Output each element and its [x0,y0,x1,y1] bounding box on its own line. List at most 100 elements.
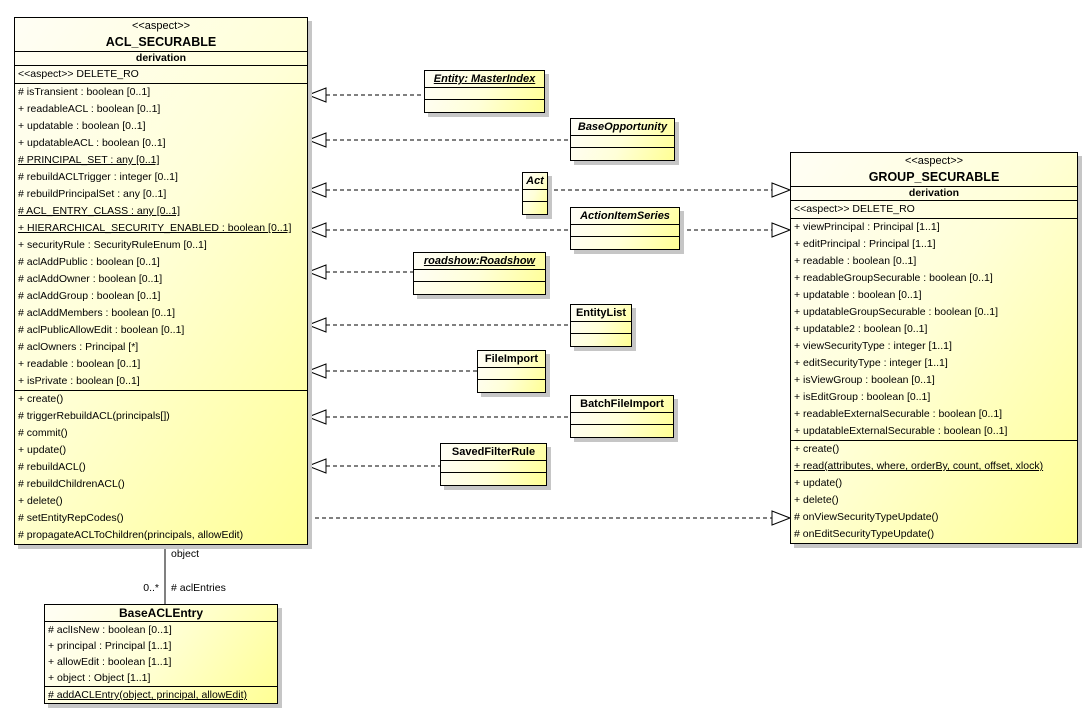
operations-compartment: # addACLEntry(object, principal, allowEd… [45,686,277,703]
attribute-row: + updatableExternalSecurable : boolean [… [794,425,1008,437]
attribute-row: # aclOwners : Principal [*] [18,341,139,353]
operations-compartment: + create() + read(attributes, where, orde… [791,440,1077,543]
empty-operations-compartment [478,380,545,392]
empty-operations-compartment [571,148,674,160]
hollow-triangle-arrowhead [771,182,792,198]
empty-attributes-compartment [441,461,546,473]
attribute-row: # aclIsNew : boolean [0..1] [48,624,172,636]
empty-operations-compartment [571,237,679,249]
class-act[interactable]: Act [522,172,548,215]
class-actionitemseries[interactable]: ActionItemSeries [570,207,680,250]
class-name: BaseACLEntry [45,605,277,622]
class-header: <<aspect>> GROUP_SECURABLE [791,153,1077,187]
attribute-row: # aclPublicAllowEdit : boolean [0..1] [18,324,185,336]
attributes-compartment: # aclIsNew : boolean [0..1] + principal :… [45,622,277,686]
attribute-row: + object : Object [1..1] [48,672,151,684]
attribute-row: + editSecurityType : integer [1..1] [794,357,948,369]
attribute-row: + allowEdit : boolean [1..1] [48,656,172,668]
hollow-triangle-arrowhead [306,132,327,148]
hollow-triangle-arrowhead [306,87,327,103]
class-name: FileImport [478,351,545,368]
class-base-acl-entry[interactable]: BaseACLEntry # aclIsNew : boolean [0..1]… [44,604,278,704]
attribute-row: + readableACL : boolean [0..1] [18,103,161,115]
association-role-aclentries: # aclEntries [171,582,226,594]
empty-operations-compartment [441,473,546,485]
empty-attributes-compartment [414,270,545,282]
operation-row: # onEditSecurityTypeUpdate() [794,528,935,540]
empty-operations-compartment [571,334,631,346]
empty-attributes-compartment [571,136,674,148]
operation-row: # commit() [18,427,68,439]
class-baseopportunity[interactable]: BaseOpportunity [570,118,675,161]
hollow-triangle-arrowhead [771,222,792,238]
derivation-label: derivation [791,187,1077,201]
hollow-triangle-arrowhead [306,264,327,280]
attribute-row: + securityRule : SecurityRuleEnum [0..1] [18,239,207,251]
class-name: Act [523,173,547,190]
hollow-triangle-arrowhead [306,317,327,333]
attribute-row: # aclAddGroup : boolean [0..1] [18,290,161,302]
attribute-row: + HIERARCHICAL_SECURITY_ENABLED : boolea… [18,222,292,234]
hollow-triangle-arrowhead [306,458,327,474]
operation-row: # addACLEntry(object, principal, allowEd… [48,689,248,701]
class-acl-securable[interactable]: <<aspect>> ACL_SECURABLE derivation <<as… [14,17,308,545]
attribute-row: # ACL_ENTRY_CLASS : any [0..1] [18,205,181,217]
class-name: BaseOpportunity [571,119,674,136]
empty-attributes-compartment [523,190,547,202]
class-name: GROUP_SECURABLE [791,169,1077,187]
attribute-row: + updatable2 : boolean [0..1] [794,323,928,335]
class-savedfilterrule[interactable]: SavedFilterRule [440,443,547,486]
operation-row: # triggerRebuildACL(principals[]) [18,410,170,422]
empty-attributes-compartment [425,88,544,100]
attribute-row: + updatable : boolean [0..1] [794,289,922,301]
operation-row: + delete() [794,494,839,506]
class-name: ActionItemSeries [571,208,679,225]
attribute-row: + readableExternalSecurable : boolean [0… [794,408,1003,420]
class-fileimport[interactable]: FileImport [477,350,546,393]
operation-row: # onViewSecurityTypeUpdate() [794,511,939,523]
class-name: BatchFileImport [571,396,673,413]
attribute-row: # rebuildPrincipalSet : any [0..1] [18,188,167,200]
hollow-triangle-arrowhead [306,182,327,198]
association-multiplicity: 0..* [143,582,159,594]
class-name: SavedFilterRule [441,444,546,461]
operation-row: + read(attributes, where, orderBy, count… [794,460,1044,472]
attribute-row: + updatableGroupSecurable : boolean [0..… [794,306,999,318]
class-batchfileimport[interactable]: BatchFileImport [570,395,674,438]
attribute-row: + updatableACL : boolean [0..1] [18,137,166,149]
attribute-row: # PRINCIPAL_SET : any [0..1] [18,154,160,166]
class-name: EntityList [571,305,631,322]
hollow-triangle-arrowhead [306,363,327,379]
operation-row: + delete() [18,495,63,507]
operation-row: + create() [794,443,840,455]
attribute-row: + isEditGroup : boolean [0..1] [794,391,931,403]
association-role-object: object [171,548,200,560]
class-name: roadshow:Roadshow [414,253,545,270]
attribute-row: # aclAddMembers : boolean [0..1] [18,307,176,319]
class-roadshow[interactable]: roadshow:Roadshow [413,252,546,295]
operation-row: + update() [794,477,843,489]
attribute-row: # aclAddOwner : boolean [0..1] [18,273,163,285]
operation-row: # rebuildACL() [18,461,86,473]
hollow-triangle-arrowhead [771,510,792,526]
attribute-row: + principal : Principal [1..1] [48,640,172,652]
attributes-compartment: + viewPrincipal : Principal [1..1] + edit… [791,219,1077,440]
derivation-label: derivation [15,52,307,66]
class-name: Entity: MasterIndex [425,71,544,88]
empty-attributes-compartment [571,225,679,237]
attribute-row: # aclAddPublic : boolean [0..1] [18,256,160,268]
attribute-row: + viewPrincipal : Principal [1..1] [794,221,940,233]
attribute-row: + updatable : boolean [0..1] [18,120,146,132]
operation-row: # propagateACLToChildren(principals, all… [18,529,244,541]
class-group-securable[interactable]: <<aspect>> GROUP_SECURABLE derivation <<… [790,152,1078,544]
stereotype-label: <<aspect>> [904,155,964,167]
class-entity-masterindex[interactable]: Entity: MasterIndex [424,70,545,113]
aspect-delete-ro-label: <<aspect>> DELETE_RO [791,201,1077,219]
aspect-delete-ro-label: <<aspect>> DELETE_RO [15,66,307,84]
class-entitylist[interactable]: EntityList [570,304,632,347]
operation-row: # rebuildChildrenACL() [18,478,125,490]
operation-row: + create() [18,393,64,405]
attribute-row: + isPrivate : boolean [0..1] [18,375,140,387]
attribute-row: # isTransient : boolean [0..1] [18,86,151,98]
